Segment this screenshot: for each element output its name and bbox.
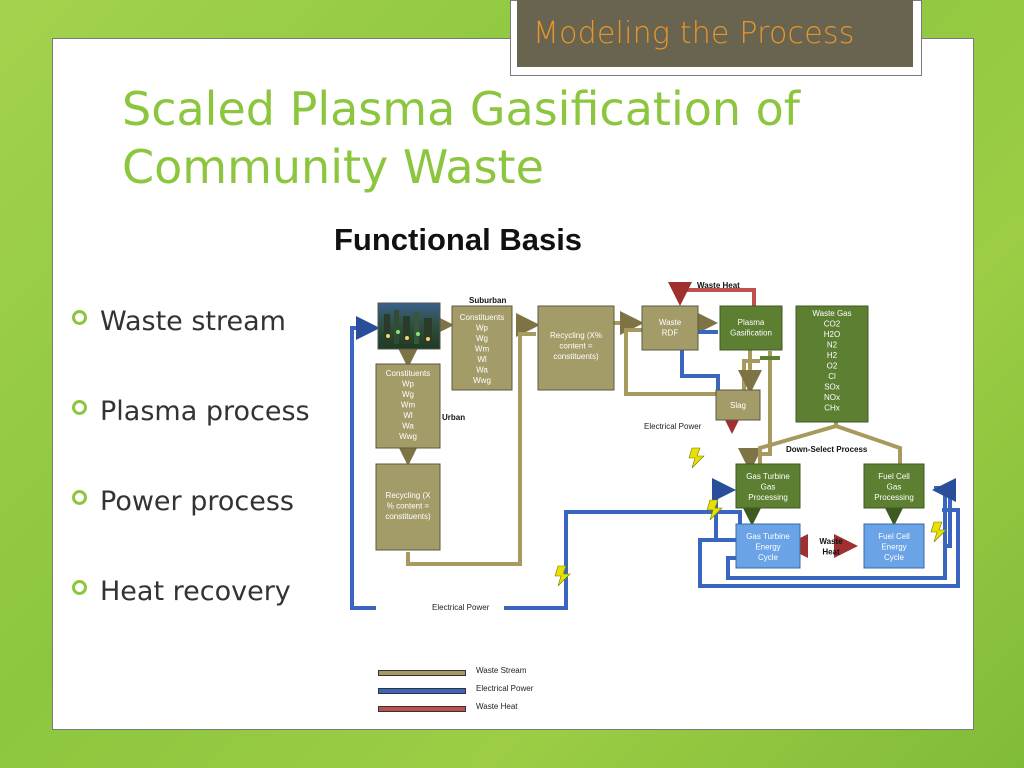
legend-swatch: [378, 706, 466, 712]
legend-swatch: [378, 670, 466, 676]
fuel-cell-processing-box: [863, 463, 925, 509]
waste-rdf-box: [641, 305, 699, 351]
bullet-icon: [72, 580, 87, 595]
bullet-item: Power process: [72, 480, 294, 570]
bullet-list: Waste stream Plasma process Power proces…: [72, 300, 310, 660]
legend-label: Electrical Power: [476, 684, 534, 693]
waste-heat-top-label: Waste Heat: [697, 281, 740, 290]
slag-text: Slag: [730, 401, 746, 410]
legend-item-waste-heat: Waste Heat: [378, 702, 578, 716]
bullet-item: Heat recovery: [72, 570, 291, 660]
legend-label: Waste Stream: [476, 666, 527, 675]
slide-title: Scaled Plasma Gasification of Community …: [122, 82, 800, 194]
section-tag: Modeling the Process: [533, 16, 855, 51]
fuel-cell-energy-box: [863, 523, 925, 569]
down-select-label: Down-Select Process: [786, 445, 868, 454]
electrical-power-bottom-label: Electrical Power: [432, 603, 490, 612]
legend-item-waste-stream: Waste Stream: [378, 666, 578, 680]
lightning-bolt-icon: [706, 499, 723, 521]
gas-turbine-processing-box: [735, 463, 801, 509]
electrical-power-bottom-bg: [428, 600, 504, 614]
recycling-urban-text: Recycling (X% content =constituents): [385, 491, 431, 521]
lightning-bolt-icon: [930, 521, 947, 543]
urban-label: Urban: [442, 413, 465, 422]
gas-turbine-energy-box: [735, 523, 801, 569]
urban-constituents-box: [375, 363, 441, 449]
lightning-bolt-icon: [688, 447, 705, 469]
legend-label: Waste Heat: [476, 702, 518, 711]
waste-stream-lines: [396, 311, 902, 566]
bullet-item: Waste stream: [72, 300, 286, 390]
legend-item-electrical-power: Electrical Power: [378, 684, 578, 698]
bullet-icon: [72, 490, 87, 505]
lightning-bolt-icon: [554, 565, 571, 587]
suburban-constituents-box: [451, 305, 513, 391]
recycling-suburban-box: [537, 305, 615, 391]
legend-swatch: [378, 688, 466, 694]
section-tag-bg: [517, 0, 913, 67]
recycling-urban-box: [375, 463, 441, 551]
bullet-icon: [72, 310, 87, 325]
electrical-power-label: Electrical Power: [644, 422, 702, 431]
slag-box: [715, 389, 761, 421]
plasma-gasification-box: [719, 305, 783, 351]
recycling-suburban-text: Recycling (X%content =constituents): [550, 331, 602, 361]
bullet-item: Plasma process: [72, 390, 310, 480]
diagram-legend: Waste Stream Electrical Power Waste Heat: [378, 662, 578, 718]
suburban-label: Suburban: [469, 296, 506, 305]
diagram-subtitle: Functional Basis: [334, 222, 583, 257]
bullet-icon: [72, 400, 87, 415]
waste-gas-box: [795, 305, 869, 423]
city-skyline-image: [377, 302, 441, 350]
